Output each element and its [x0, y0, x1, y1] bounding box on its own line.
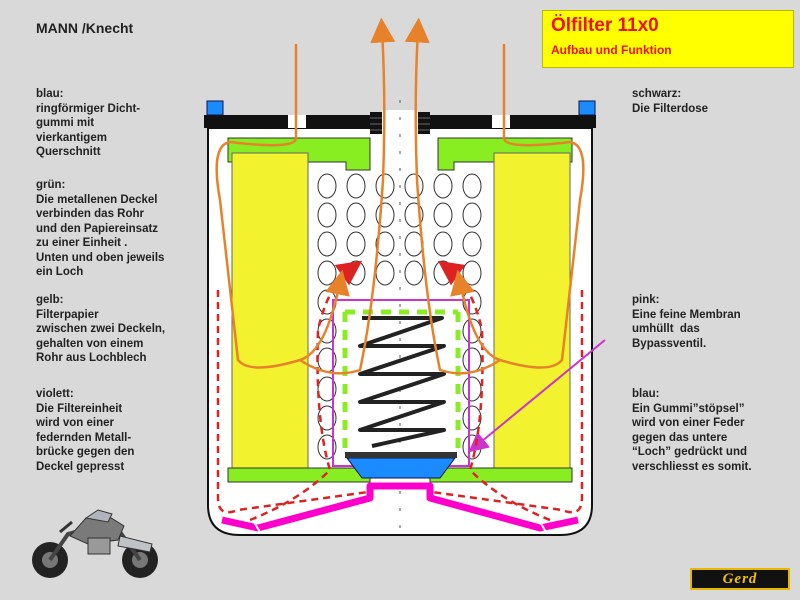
gerd-logo: Gerd	[690, 568, 790, 590]
tube-hole	[317, 173, 337, 199]
tube-hole	[317, 231, 337, 257]
tube-hole	[346, 231, 366, 257]
label-valve-blue: blau: Ein Gummi”stöpsel” wird von einer …	[632, 388, 752, 473]
tube-hole	[462, 231, 482, 257]
tube-hole	[404, 202, 424, 228]
page-subtitle: Aufbau und Funktion	[551, 43, 672, 57]
tube-hole	[317, 405, 337, 431]
label-housing-black: schwarz: Die Filterdose	[632, 88, 709, 115]
bypass-spring	[358, 316, 446, 448]
oil-flow	[215, 17, 585, 375]
bypass-valve	[346, 457, 456, 479]
title-box: Ölfilter 11x0 Aufbau und Funktion	[542, 10, 794, 68]
tube-hole	[375, 173, 395, 199]
page-title: Ölfilter 11x0	[551, 15, 659, 36]
tube-hole	[346, 173, 366, 199]
label-membrane-pink: pink: Eine feine Membran umhüllt das Byp…	[632, 294, 741, 350]
tube-hole	[317, 376, 337, 402]
tube-hole	[404, 173, 424, 199]
bottom-cover-left	[227, 467, 371, 483]
filter-paper-left	[231, 152, 309, 478]
tube-hole	[317, 318, 337, 344]
label-seal-blue: blau: ringförmiger Dicht- gummi mit vier…	[36, 88, 141, 158]
label-bridge-violet: violett: Die Filtereinheit wird von eine…	[36, 388, 135, 473]
tube-hole	[375, 231, 395, 257]
brand-label: MANN /Knecht	[36, 20, 134, 36]
bypass-cage	[342, 309, 461, 456]
membrane-pointer	[468, 339, 606, 453]
seal-left	[206, 100, 224, 116]
tube-hole	[462, 173, 482, 199]
tube-hole	[404, 260, 424, 286]
tube-hole	[375, 202, 395, 228]
tube-hole	[462, 376, 482, 402]
lid-opening-right	[492, 115, 510, 128]
tube-hole	[433, 231, 453, 257]
tube-hole	[462, 405, 482, 431]
label-paper-yellow: gelb: Filterpapier zwischen zwei Deckeln…	[36, 294, 166, 364]
tube-hole	[462, 202, 482, 228]
tube-hole	[317, 202, 337, 228]
seal-right	[578, 100, 596, 116]
label-cover-green: grün: Die metallenen Deckel verbinden da…	[36, 179, 165, 278]
tube-hole	[433, 173, 453, 199]
tube-hole	[462, 318, 482, 344]
tube-hole	[317, 434, 337, 460]
lid-bore	[382, 110, 418, 136]
tube-hole	[433, 202, 453, 228]
gerd-logo-text: Gerd	[722, 571, 758, 587]
bypass-flow	[216, 260, 584, 522]
motorcycle-icon	[32, 509, 158, 578]
filter-paper-right	[493, 152, 571, 478]
spring-bridge	[221, 482, 579, 532]
bottom-cover-right	[429, 467, 573, 483]
tube-hole	[346, 202, 366, 228]
